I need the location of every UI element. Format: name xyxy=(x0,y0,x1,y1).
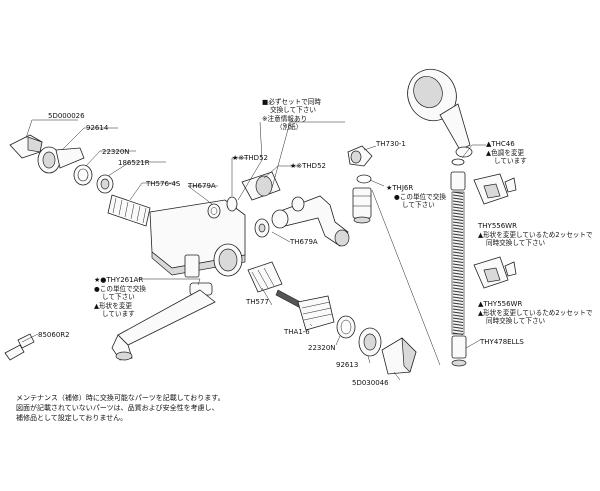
adaptor-thj6r-part xyxy=(352,187,372,224)
label-92613: 92613 xyxy=(336,361,358,369)
handle-5d030046-part xyxy=(381,337,417,375)
notes: ■必ずセットで同時 交換して下さい ※注意情報あり （別紙） ●この単位で交換 … xyxy=(94,97,593,325)
footer-line-2: 図面が記載されていないパーツは、品質および安全性を考慮し、 xyxy=(16,403,219,412)
note-thy556wr-a-2: 同時交換して下さい xyxy=(486,238,546,247)
nut-186521r-part xyxy=(96,174,114,194)
note-thy556wr-b-1: ▲形状を変更しているため2ッセットで xyxy=(478,308,593,317)
label-5d030046: 5D030046 xyxy=(352,379,389,387)
spout-thy261ar-part xyxy=(111,282,216,361)
oring-22320n-top-part xyxy=(73,164,93,186)
label-thc46: ▲THC46 xyxy=(486,140,515,148)
note-thc46-2: しています xyxy=(494,157,527,165)
label-186521r: 186521R xyxy=(118,159,150,167)
oring-thj6r-part xyxy=(356,174,372,184)
shower-head-part xyxy=(407,68,473,158)
hose-thy478ells-part xyxy=(450,171,467,367)
oring-thd52-a-part xyxy=(226,196,238,212)
nut-thd52-a-part xyxy=(241,171,281,201)
label-22320n-top: 22320N xyxy=(102,148,130,156)
label-thj6r: ★THJ6R xyxy=(386,184,413,192)
label-thd52-a: ★※THD52 xyxy=(232,154,268,162)
label-th730-1: TH730-1 xyxy=(375,140,406,148)
fitting-th730-1-part xyxy=(347,145,373,167)
ring-92613-part xyxy=(358,327,382,357)
note-thy261ar-2: して下さい xyxy=(102,293,135,301)
label-thd52-b: ★※THD52 xyxy=(290,162,326,170)
note-thj6r-1: ●この単位で交換 xyxy=(394,192,446,201)
hose-coil-lines xyxy=(452,191,464,335)
note-thc46-1: ▲色調を変更 xyxy=(486,148,524,157)
label-th679a-mid: TH679A xyxy=(289,238,318,246)
label-th679a-top: TH679A xyxy=(187,182,216,190)
note-thy261ar-4: しています xyxy=(102,310,135,318)
washer-th679a-mid-part xyxy=(254,218,270,238)
label-th577: TH577 xyxy=(245,298,269,306)
note-info-2: （別紙） xyxy=(276,122,302,131)
label-22320n-bot: 22320N xyxy=(308,344,336,352)
label-tha1-6: THA1-6 xyxy=(283,328,310,336)
oring-22320n-bot-part xyxy=(336,315,356,339)
part-labels: 5D000026 92614 22320N 186521R TH576-4S T… xyxy=(38,112,524,387)
wrench-85060r2-part xyxy=(4,333,35,361)
label-thy556wr-a: THY556WR xyxy=(477,222,517,230)
note-set-replace-1: ■必ずセットで同時 xyxy=(262,97,321,106)
cartridge-tha1-6-part xyxy=(297,295,335,331)
note-thy261ar-3: ▲形状を変更 xyxy=(94,301,132,310)
label-thy556wr-b: ▲THY556WR xyxy=(478,300,522,308)
footer-notes: メンテナンス（補修）時に交換可能なパーツを記載しております。 図面が記載されてい… xyxy=(16,393,225,422)
oring-thc46-part xyxy=(451,158,465,166)
faucet-body-part xyxy=(149,199,246,278)
footer-line-1: メンテナンス（補修）時に交換可能なパーツを記載しております。 xyxy=(16,393,225,402)
cartridge-th576-4s-part xyxy=(107,194,151,227)
footer-line-3: 補修品として設定しておりません。 xyxy=(16,413,127,422)
note-thy556wr-b-2: 同時交換して下さい xyxy=(486,316,546,325)
hose-coil xyxy=(451,191,465,335)
holder-thy556wr-a-part xyxy=(473,173,517,205)
leader-lines xyxy=(21,119,486,381)
holder-thy556wr-b-part xyxy=(473,256,517,289)
label-92614: 92614 xyxy=(86,124,109,132)
washer-th679a-top-part xyxy=(207,203,221,219)
note-thj6r-2: して下さい xyxy=(402,201,435,209)
label-thy261ar: ★●THY261AR xyxy=(94,276,143,284)
note-info-1: ※注意情報あり xyxy=(262,114,307,123)
label-thy478ells: THY478ELLS xyxy=(479,338,524,346)
label-th576-4s: TH576-4S xyxy=(145,180,181,188)
handle-left-part xyxy=(9,134,43,159)
ring-92614-part xyxy=(37,146,85,174)
note-thy261ar-1: ●この単位で交換 xyxy=(94,284,146,293)
note-set-replace-2: 交換して下さい xyxy=(270,105,316,114)
label-85060r2: 85060R2 xyxy=(38,331,70,339)
label-5d000026: 5D000026 xyxy=(48,112,85,120)
elbow-thd52-b-part xyxy=(271,195,350,247)
note-thy556wr-a-1: ▲形状を変更しているため2ッセットで xyxy=(478,230,593,239)
